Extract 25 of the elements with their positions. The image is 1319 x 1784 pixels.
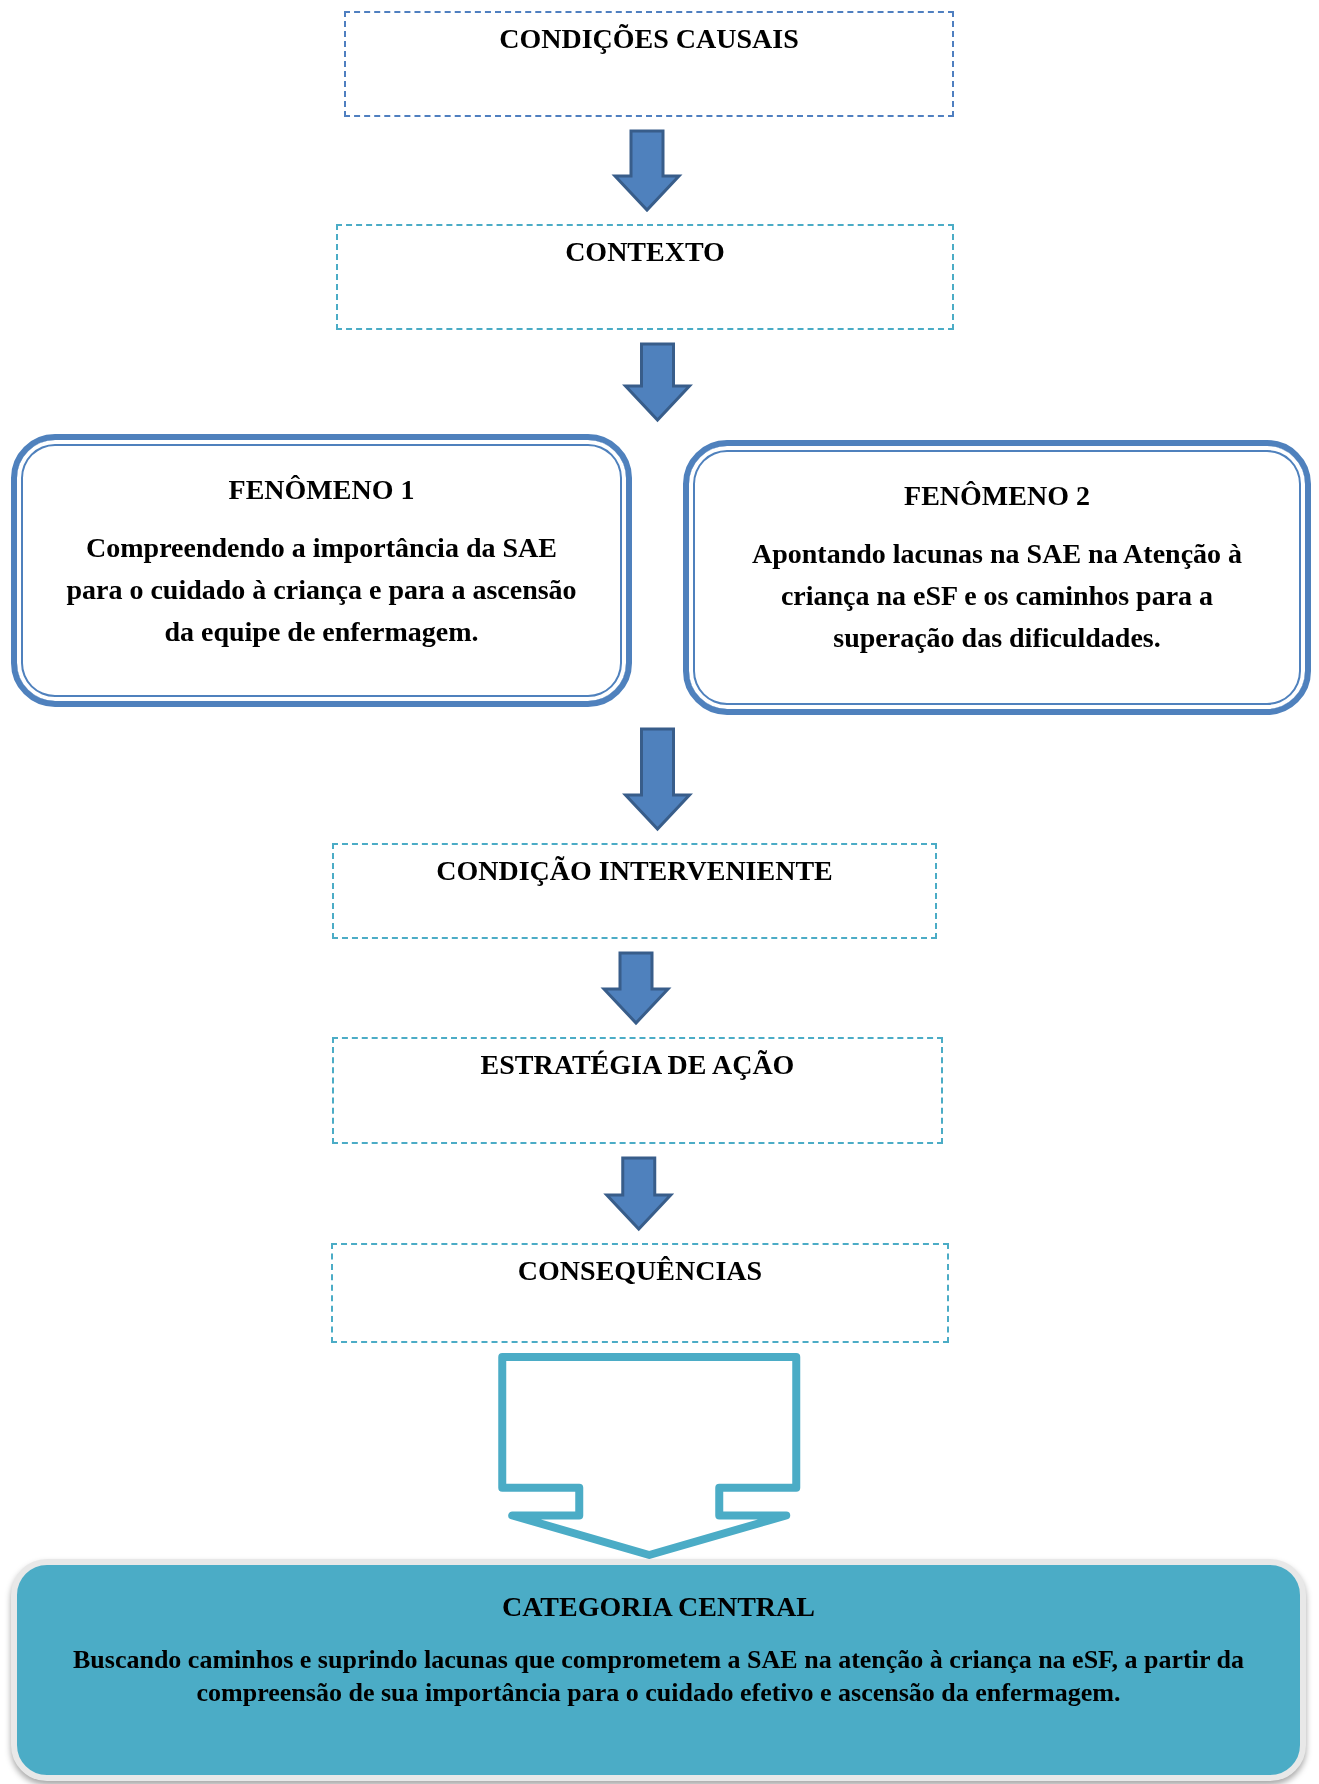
box-text: Compreendendo a importância da SAE para o cuidado à criança e para a ascensão da equipe de enfermagem.: [65, 531, 578, 649]
process-box: [336, 224, 954, 330]
hollow-block-arrow: [498, 1353, 801, 1559]
box-text: Buscando caminhos e suprindo lacunas que comprometem a SAE na atenção à criança na eSF, a partir da compreensão de sua importância para o cuidado efetivo e ascensão da enfermagem.: [71, 1644, 1246, 1709]
central-category-box: [11, 1559, 1306, 1781]
block-arrow: [603, 1156, 675, 1232]
block-arrow: [611, 129, 683, 213]
block-arrow: [622, 342, 693, 423]
box-text: Apontando lacunas na SAE na Atenção à criança na eSF e os caminhos para a superação das dificuldades.: [750, 537, 1244, 655]
box-heading: CONDIÇÃO INTERVENIENTE: [436, 854, 833, 888]
process-box: [331, 1243, 949, 1343]
box-heading: FENÔMENO 1: [228, 473, 415, 507]
process-box: [332, 1037, 943, 1144]
block-arrow: [622, 727, 693, 832]
box-heading: CONTEXTO: [565, 235, 725, 269]
block-arrow: [600, 951, 672, 1026]
phenomenon-box: [683, 440, 1311, 715]
phenomenon-box: [11, 434, 632, 707]
box-heading: CONSEQUÊNCIAS: [517, 1254, 763, 1288]
box-heading: ESTRATÉGIA DE AÇÃO: [480, 1048, 795, 1082]
box-heading: CATEGORIA CENTRAL: [502, 1590, 815, 1624]
process-box: [332, 843, 937, 939]
box-heading: CONDIÇÕES CAUSAIS: [499, 22, 799, 56]
process-box: [344, 11, 954, 117]
box-heading: FENÔMENO 2: [904, 479, 1090, 513]
